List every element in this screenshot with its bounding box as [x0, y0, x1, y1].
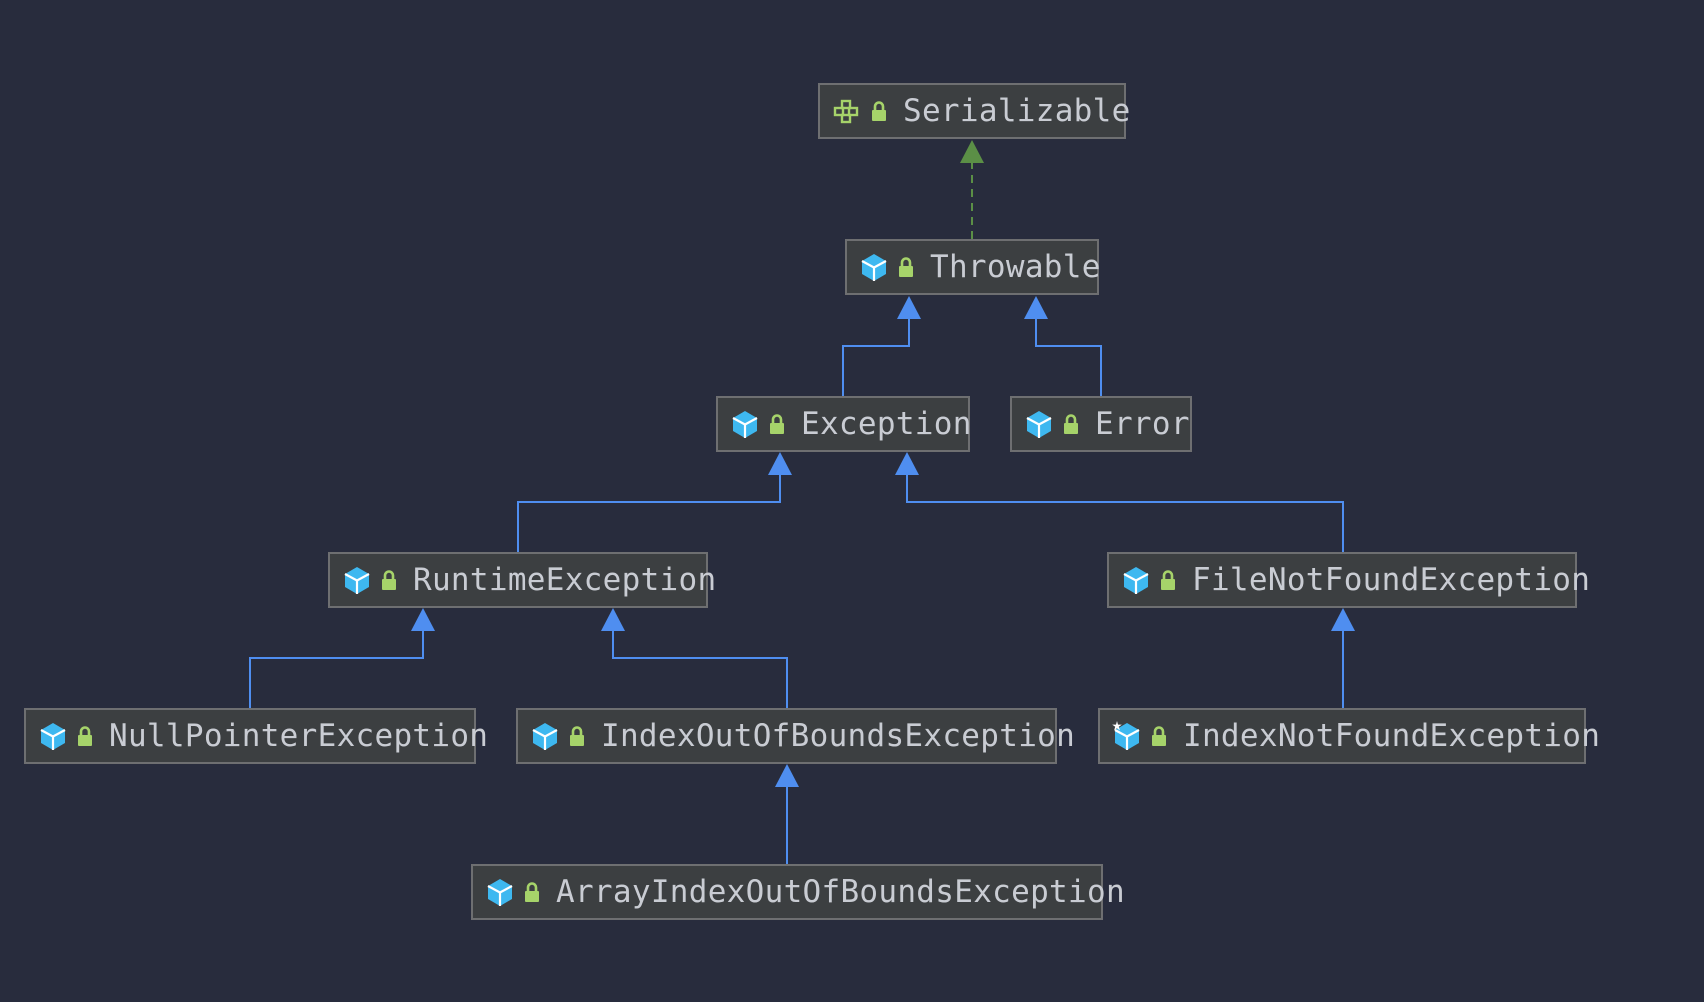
arrowhead	[601, 608, 625, 631]
node-label: IndexOutOfBoundsException	[601, 718, 1076, 754]
node-index-out-of-bounds-exception[interactable]: IndexOutOfBoundsException	[516, 708, 1075, 764]
lock-icon	[525, 882, 539, 902]
arrowhead	[895, 452, 919, 475]
node-label: Serializable	[903, 93, 1131, 129]
class-icon	[1123, 567, 1149, 594]
arrowhead	[1024, 296, 1048, 319]
edge-throwable-to-serializable	[960, 140, 984, 239]
edge-nullpointer-to-runtime	[249, 608, 435, 708]
edge-indexoob-to-runtime	[601, 608, 788, 708]
lock-icon	[1064, 414, 1078, 434]
edge-error-to-throwable	[1024, 296, 1102, 396]
edge-runtime-to-exception	[517, 452, 792, 552]
arrowhead	[897, 296, 921, 319]
lock-icon	[570, 726, 584, 746]
node-throwable[interactable]: Throwable	[845, 239, 1101, 295]
node-label: RuntimeException	[413, 562, 717, 598]
node-label: ArrayIndexOutOfBoundsException	[556, 874, 1125, 910]
node-exception[interactable]: Exception	[716, 396, 972, 452]
node-null-pointer-exception[interactable]: NullPointerException	[24, 708, 488, 764]
arrowhead	[775, 764, 799, 787]
arrowhead	[1331, 608, 1355, 631]
class-icon	[487, 879, 513, 906]
node-file-not-found-exception[interactable]: FileNotFoundException	[1107, 552, 1590, 608]
class-icon	[732, 411, 758, 438]
arrowhead	[960, 140, 984, 163]
class-icon	[1026, 411, 1052, 438]
class-icon-with-star	[1112, 721, 1140, 750]
node-label: IndexNotFoundException	[1183, 718, 1601, 754]
node-runtime-exception[interactable]: RuntimeException	[328, 552, 716, 608]
node-label: Throwable	[930, 249, 1101, 285]
node-index-not-found-exception[interactable]: IndexNotFoundException	[1098, 708, 1600, 764]
node-label: NullPointerException	[109, 718, 489, 754]
arrowhead	[411, 608, 435, 631]
lock-icon	[899, 257, 913, 277]
edge-exception-to-throwable	[842, 296, 921, 396]
lock-icon	[770, 414, 784, 434]
class-icon	[532, 723, 558, 750]
class-icon	[344, 567, 370, 594]
node-array-index-out-of-bounds-exception[interactable]: ArrayIndexOutOfBoundsException	[471, 864, 1125, 920]
edge-arrayindexoob-to-indexoob	[775, 764, 799, 864]
class-icon	[40, 723, 66, 750]
class-icon	[861, 254, 887, 281]
lock-icon	[1152, 726, 1166, 746]
node-serializable[interactable]: Serializable	[818, 83, 1130, 139]
node-error[interactable]: Error	[1010, 396, 1192, 452]
lock-icon	[382, 570, 396, 590]
interface-icon	[833, 99, 859, 124]
lock-icon	[78, 726, 92, 746]
arrowhead	[768, 452, 792, 475]
lock-icon	[872, 101, 886, 121]
node-label: Exception	[801, 406, 972, 442]
lock-icon	[1161, 570, 1175, 590]
node-label: FileNotFoundException	[1192, 562, 1591, 598]
edge-filenotfound-to-exception	[895, 452, 1344, 552]
node-label: Error	[1095, 406, 1190, 442]
edge-indexnotfound-to-filenotfound	[1331, 608, 1355, 708]
